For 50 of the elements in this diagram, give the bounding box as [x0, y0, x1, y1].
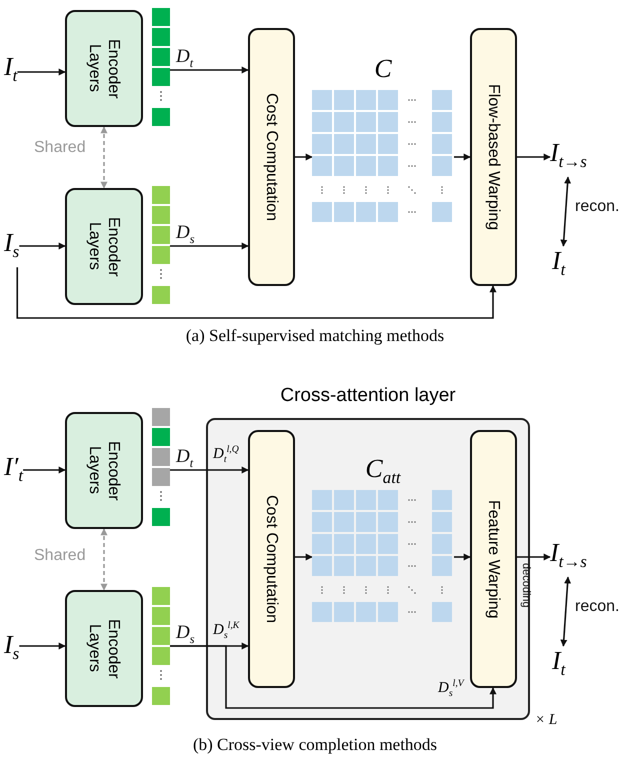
edge-label: Shared	[34, 139, 86, 157]
arrow	[17, 68, 66, 76]
process-box: Flow-based Warping	[470, 28, 517, 286]
math-label: I$_{t→s}$	[550, 138, 587, 178]
arrow	[23, 466, 66, 474]
math-label: I$_{t}$	[4, 52, 18, 92]
arrow	[170, 242, 249, 250]
arrow	[170, 66, 249, 74]
arrow	[170, 466, 249, 474]
math-label: I$_{t→s}$	[550, 538, 587, 578]
process-box: Cost Computation	[248, 28, 295, 286]
panel-title: Cross-attention layer	[280, 385, 456, 406]
math-label: I$_{s}$	[4, 630, 20, 670]
encoder-box: Encoder Layers	[65, 10, 143, 127]
arrow	[19, 242, 66, 250]
math-label: × L	[535, 712, 558, 729]
dashed-arrow	[100, 126, 108, 189]
edge-label: decoding	[520, 563, 532, 608]
process-box: Feature Warping	[470, 430, 517, 688]
arrow	[454, 154, 471, 160]
matrix-label: C	[374, 54, 392, 83]
encoder-box: Encoder Layers	[65, 590, 143, 707]
arrow	[295, 154, 313, 160]
arrow	[560, 176, 572, 247]
edge-label: D$_{s}$	[176, 222, 195, 247]
arrow	[16, 267, 496, 319]
math-label: I$_{s}$	[4, 228, 20, 268]
edge-label: recon.	[575, 198, 620, 216]
arrow	[170, 645, 496, 709]
arrow	[517, 154, 551, 160]
edge-label: D$_{s}$	[176, 622, 195, 647]
math-label: I$_{t}$	[552, 246, 566, 286]
encoder-box: Encoder Layers	[65, 412, 143, 529]
edge-label: D$_{t}$	[176, 446, 194, 471]
arrow	[560, 576, 572, 647]
edge-label: recon.	[575, 598, 620, 616]
edge-label: D$_{t}$	[176, 46, 194, 71]
math-label: I′$_{t}$	[4, 452, 24, 492]
edge-label: Shared	[34, 547, 86, 565]
arrow	[454, 554, 471, 560]
caption: (a) Self-supervised matching methods	[186, 326, 444, 346]
arrow	[295, 554, 313, 560]
encoder-box: Encoder Layers	[65, 188, 143, 305]
arrow	[19, 642, 66, 650]
math-label: I$_{t}$	[552, 646, 566, 686]
arrow	[517, 554, 551, 560]
process-box: Cost Computation	[248, 430, 295, 688]
matrix-label: C$_{att}$	[365, 454, 401, 483]
dashed-arrow	[100, 528, 108, 591]
caption: (b) Cross-view completion methods	[192, 735, 438, 755]
